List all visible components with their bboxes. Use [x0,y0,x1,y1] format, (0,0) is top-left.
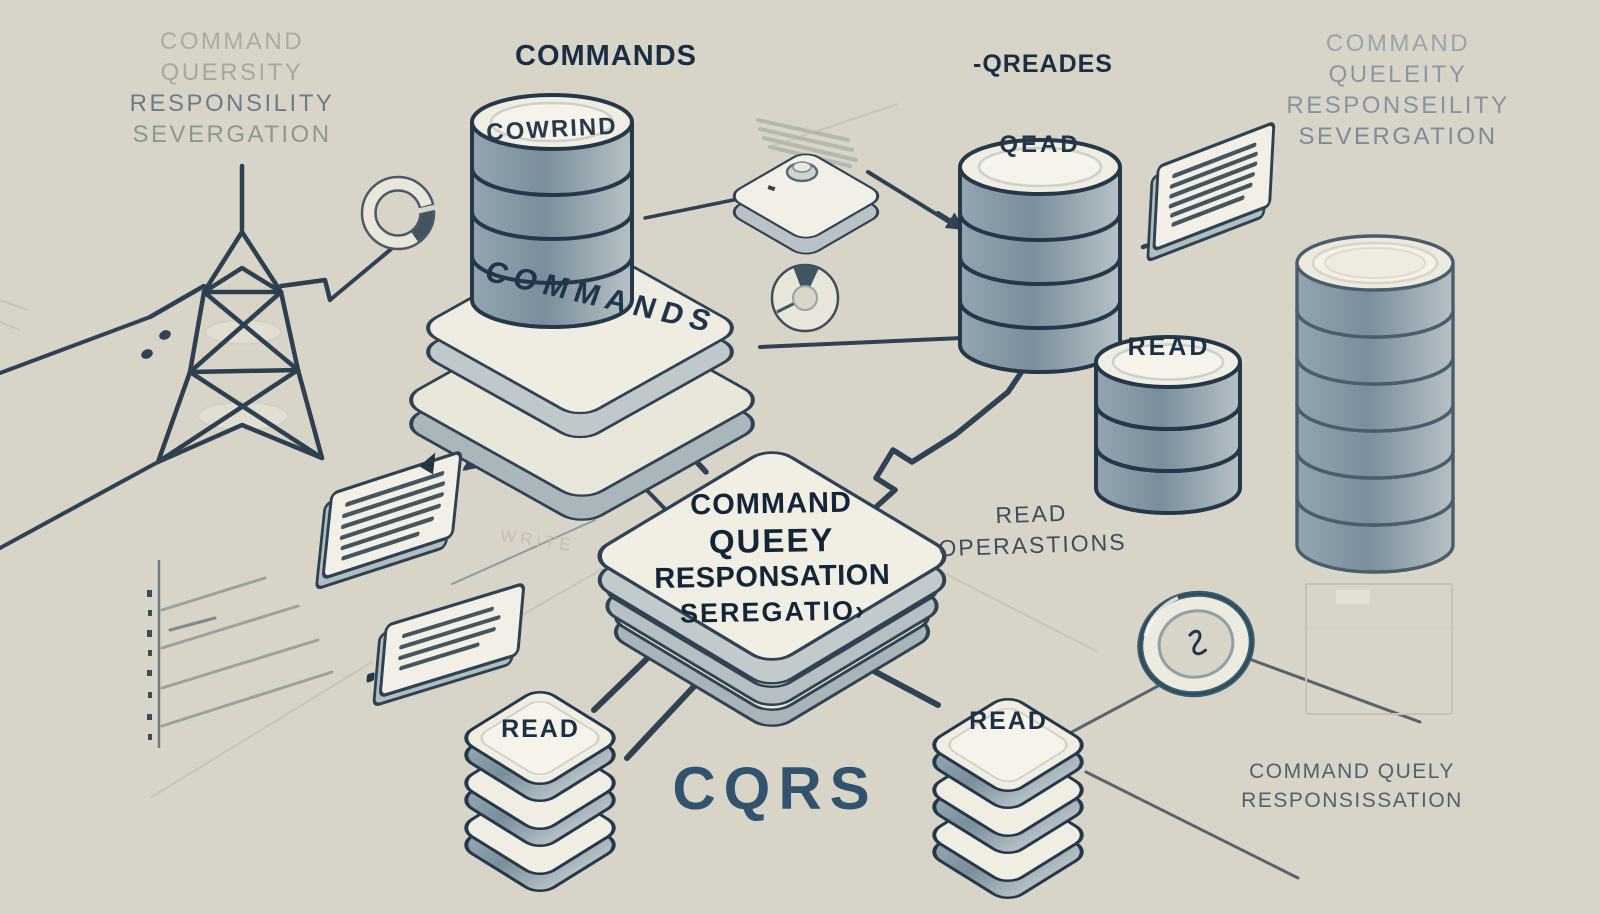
ghost-line: COMMAND [1325,30,1471,57]
read-db-stack-top [958,138,1122,374]
ghost-line: RESPONSILITY [129,90,335,117]
document-icon-top-right [1146,122,1276,262]
ghost-line: SEVERGATION [1298,123,1498,150]
cqrs-diamond-label: COMMAND QUEEY RESPONSATION SEREGATIO› [621,484,923,631]
commands-title: COMMANDS [515,40,697,72]
knob-tile-icon [732,118,880,255]
read-db-bottom-right-label: READ [969,707,1048,735]
read-db-bottom-left-label: READ [501,715,580,743]
ring-icon [1137,590,1255,698]
ground-square-icon [1305,583,1453,715]
transmission-tower-icon [0,163,416,550]
cqrs-title: CQRS [672,755,878,822]
ghost-line: SEVERGATION [132,121,332,148]
document-icon-left-2 [366,583,525,706]
ruler-ticks-icon [147,560,334,748]
read-db-stack-bottom-left [455,685,625,898]
pie-disc-icon [770,263,840,333]
ghost-line: QUERSITY [160,59,304,86]
ghost-line: RESPONSEILITY [1286,92,1510,119]
read-operations-label: READ OPERASTIONS [919,495,1145,565]
ghost-line: COMMAND QUELY [1249,760,1455,783]
read-db-stack-bottom-right [923,692,1093,905]
read-db-mid-label: READ [1127,333,1211,361]
document-icon-left-1 [315,451,463,590]
tall-db-stack-right [1295,234,1455,574]
ground-crease-lines [0,103,1099,799]
cqrs-diamond [597,451,947,727]
read-db-stack-mid [1094,335,1242,515]
diamond-line: SEREGATIO› [679,595,867,629]
donut-chart-icon [360,175,437,251]
reades-title: -QREADES [973,50,1113,78]
ghost-line: COMMAND [159,28,305,55]
read-db-top-label: QEAD [999,131,1081,158]
bottom-right-ghost-text: COMMAND QUELY RESPONSISSATION [1222,757,1482,815]
write-db-stack [470,93,634,329]
top-left-ghost-text: COMMAND QUERSITY RESPONSILITY SEVERGATIO… [104,26,360,150]
diamond-line: QUEEY [708,520,835,561]
ghost-line: RESPONSISSATION [1241,789,1463,812]
top-right-ghost-text: COMMAND QUELEITY RESPONSEILITY SEVERGATI… [1276,28,1520,152]
commands-platform [409,241,755,521]
diamond-line: RESPONSATION [654,558,891,596]
diamond-line: COMMAND [689,486,853,522]
ghost-line: QUELEITY [1328,61,1468,88]
